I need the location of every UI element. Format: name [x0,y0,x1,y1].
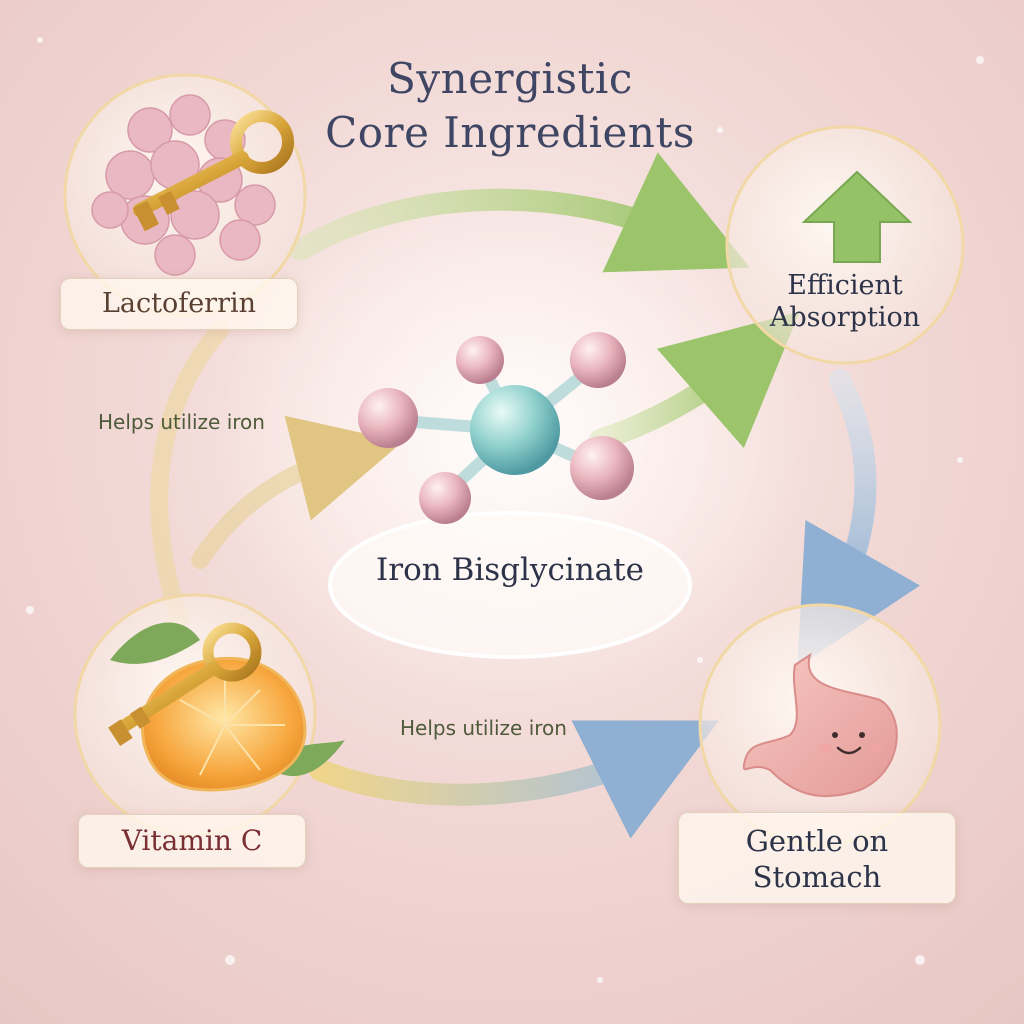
lactoferrin-icon [63,73,307,317]
benefit-line-2: Absorption [769,302,921,333]
gold-key-icon [108,622,262,747]
arrow-helps-to-iron [191,415,403,569]
smiling-stomach-icon [698,603,942,847]
vitamin-c-icon [73,593,345,837]
diagram-title: Synergistic Core Ingredients [280,52,740,160]
benefit-line-1: Gentle on [745,824,889,858]
benefit-line-1: Efficient [787,270,903,301]
arrow-iron-to-absorption [589,311,800,451]
arrow-absorption-to-stomach [797,369,921,668]
title-line-2: Core Ingredients [325,108,695,157]
connection-label-vitamin-c: Helps utilize iron [400,716,567,740]
arrow-vitamin-c-to-lactoferrin [150,321,229,629]
connection-label-lactoferrin: Helps utilize iron [98,410,265,434]
gentle-on-stomach-label: Gentle on Stomach [678,812,956,904]
molecule-icon [358,332,634,524]
arrow-lactoferrin-to-absorption [289,152,750,273]
iron-bisglycinate-label: Iron Bisglycinate [376,552,644,588]
gold-key-icon [132,110,294,232]
benefit-line-2: Stomach [752,860,882,894]
efficient-absorption-label: Efficient Absorption [740,270,950,334]
title-line-1: Synergistic [387,54,633,103]
vitamin-c-label: Vitamin C [78,814,306,868]
lactoferrin-label: Lactoferrin [60,278,298,330]
efficient-absorption-bubble [725,125,965,365]
arrow-vitamin-c-to-stomach [309,720,720,839]
center-pedestal [328,511,692,659]
up-arrow-icon [801,170,913,263]
